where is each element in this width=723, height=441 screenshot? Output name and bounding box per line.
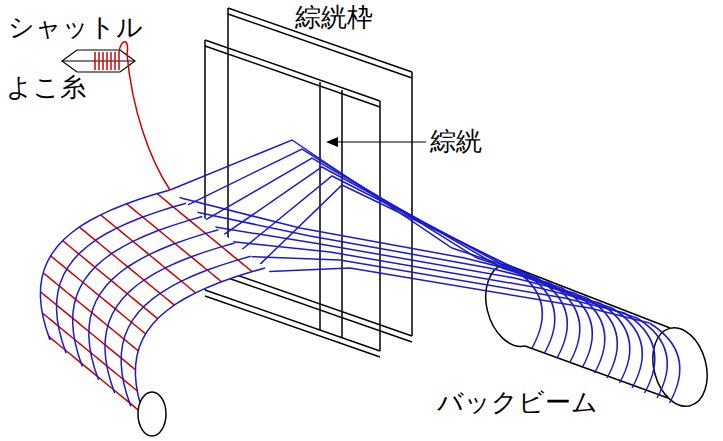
cloth-warp: [89, 230, 219, 380]
warp-thread: [260, 185, 637, 318]
warp-thread: [269, 268, 649, 323]
part-name: シャットル: [8, 13, 143, 43]
shuttle: [62, 42, 170, 190]
beam-winding: [575, 293, 605, 373]
beam-winding: [537, 278, 567, 358]
beam-winding: [562, 288, 592, 368]
beam-winding: [600, 303, 630, 383]
beam-winding: [550, 283, 580, 363]
beam-winding: [637, 318, 667, 398]
heddles: [320, 82, 342, 338]
warp-thread: [215, 227, 574, 293]
woven-cloth: [40, 190, 265, 418]
beam-winding: [587, 298, 617, 378]
beam-winding: [650, 323, 680, 403]
cloth-warp: [40, 190, 170, 340]
cloth-ground: [40, 190, 265, 418]
beam-winding: [525, 273, 555, 353]
heddle-frames: [205, 8, 412, 357]
front-beam: [138, 392, 166, 436]
leader-arrow: [326, 137, 426, 147]
part-name: 綜絖: [430, 127, 482, 157]
beam-winding: [625, 313, 655, 393]
part-name: 綜絖枠: [295, 3, 373, 33]
part-name: よこ糸: [6, 73, 86, 103]
beam-winding: [612, 308, 642, 388]
cloth-warp: [105, 243, 235, 393]
cloth-warp: [73, 217, 203, 367]
part-name: バックビーム: [437, 388, 598, 418]
beam-winding: [512, 268, 542, 348]
cloth-warp: [57, 203, 187, 353]
